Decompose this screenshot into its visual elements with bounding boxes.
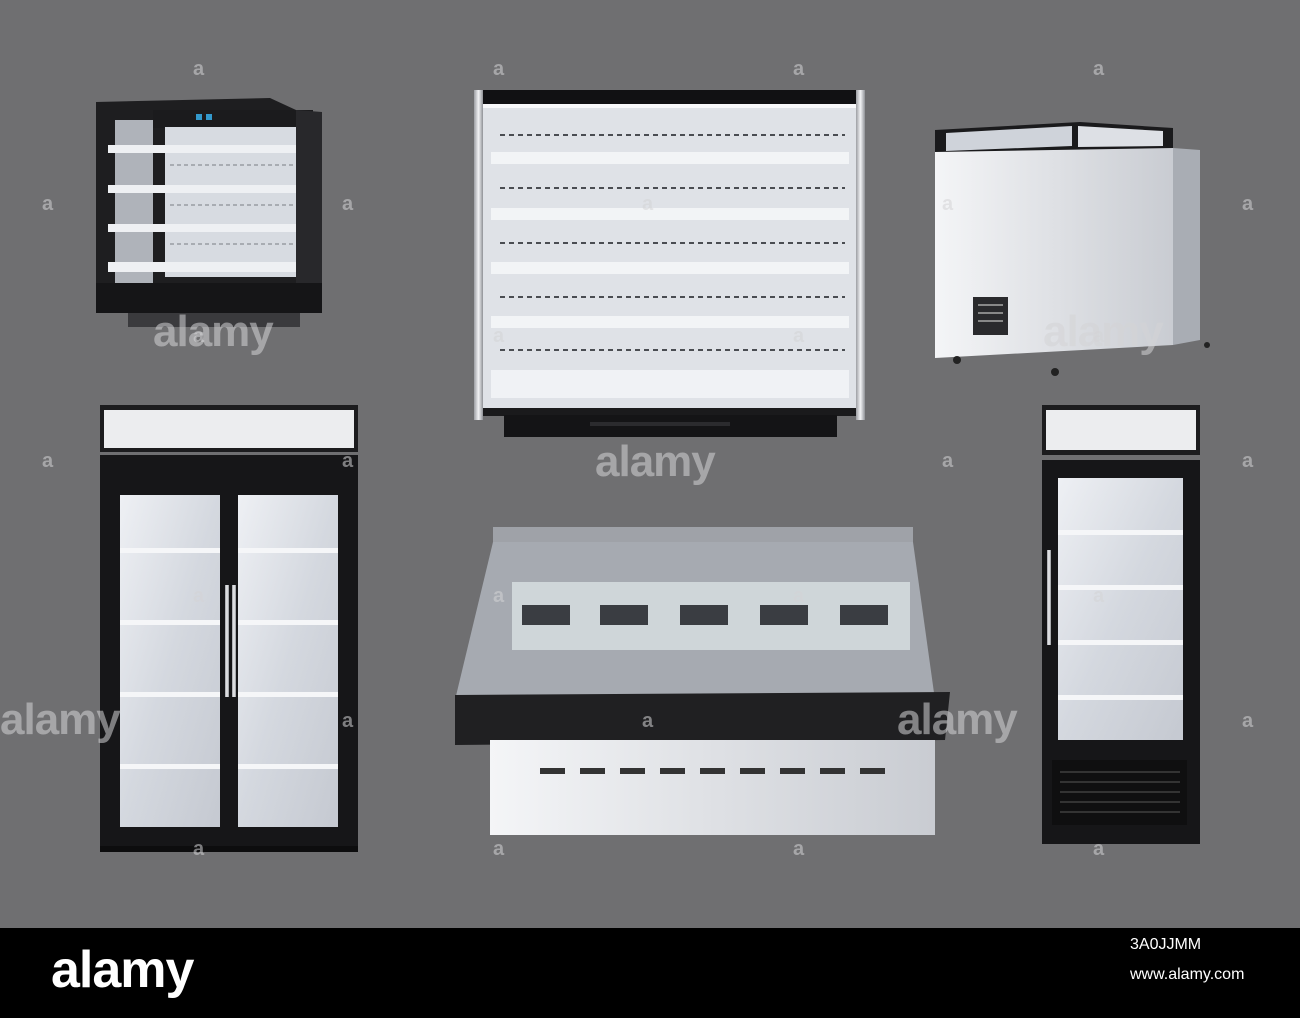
watermark-glyph: a xyxy=(1093,838,1105,860)
watermark-glyph: a xyxy=(493,585,505,607)
double-door-beverage-cooler xyxy=(100,405,358,852)
single-door-beverage-cooler xyxy=(1042,405,1200,844)
footer-bar: alamy xyxy=(0,928,1300,1018)
chest-freezer xyxy=(935,122,1210,376)
watermark-glyph: a xyxy=(193,585,205,607)
watermark-glyph: a xyxy=(1093,585,1105,607)
watermark-glyph: a xyxy=(342,450,354,472)
watermark-glyph: a xyxy=(493,325,505,347)
image-canvas: alamy alamy alamy alamy alamy a a a a a … xyxy=(0,58,1254,860)
watermark-glyph: a xyxy=(342,193,354,215)
watermark-glyph: a xyxy=(642,710,654,732)
watermark-glyph: a xyxy=(493,838,505,860)
footer-image-id: 3A0JJMM xyxy=(1130,936,1202,953)
watermark-logo: alamy xyxy=(153,307,274,356)
watermark-glyph: a xyxy=(1093,325,1105,347)
watermark-glyph: a xyxy=(1242,450,1254,472)
watermark-glyph: a xyxy=(793,585,805,607)
watermark-glyph: a xyxy=(193,325,205,347)
countertop-display-fridge xyxy=(96,98,322,327)
watermark-glyph: a xyxy=(942,450,954,472)
watermark-glyph: a xyxy=(793,325,805,347)
watermark-glyph: a xyxy=(942,193,954,215)
refrigeration-illustration xyxy=(96,90,1210,852)
watermark-glyph: a xyxy=(193,58,205,80)
footer-logo: alamy xyxy=(51,941,194,999)
watermark-glyph: a xyxy=(1093,58,1105,80)
watermark-logo: alamy xyxy=(0,695,121,744)
watermark-logo: alamy xyxy=(595,437,716,486)
watermark-logo: alamy xyxy=(897,695,1018,744)
watermark-glyph: a xyxy=(1242,193,1254,215)
watermark-glyph: a xyxy=(1242,710,1254,732)
serve-over-counter xyxy=(455,527,950,835)
open-multideck-chiller xyxy=(474,90,865,437)
watermark-glyph: a xyxy=(342,710,354,732)
footer-url: www.alamy.com xyxy=(1130,966,1245,983)
watermark-glyph: a xyxy=(493,58,505,80)
watermark-glyph: a xyxy=(642,193,654,215)
watermark-glyph: a xyxy=(42,193,54,215)
watermark-glyph: a xyxy=(42,450,54,472)
watermark-glyph: a xyxy=(793,58,805,80)
watermark-glyph: a xyxy=(793,838,805,860)
watermark-logo: alamy xyxy=(1043,307,1164,356)
watermark-glyph: a xyxy=(193,838,205,860)
